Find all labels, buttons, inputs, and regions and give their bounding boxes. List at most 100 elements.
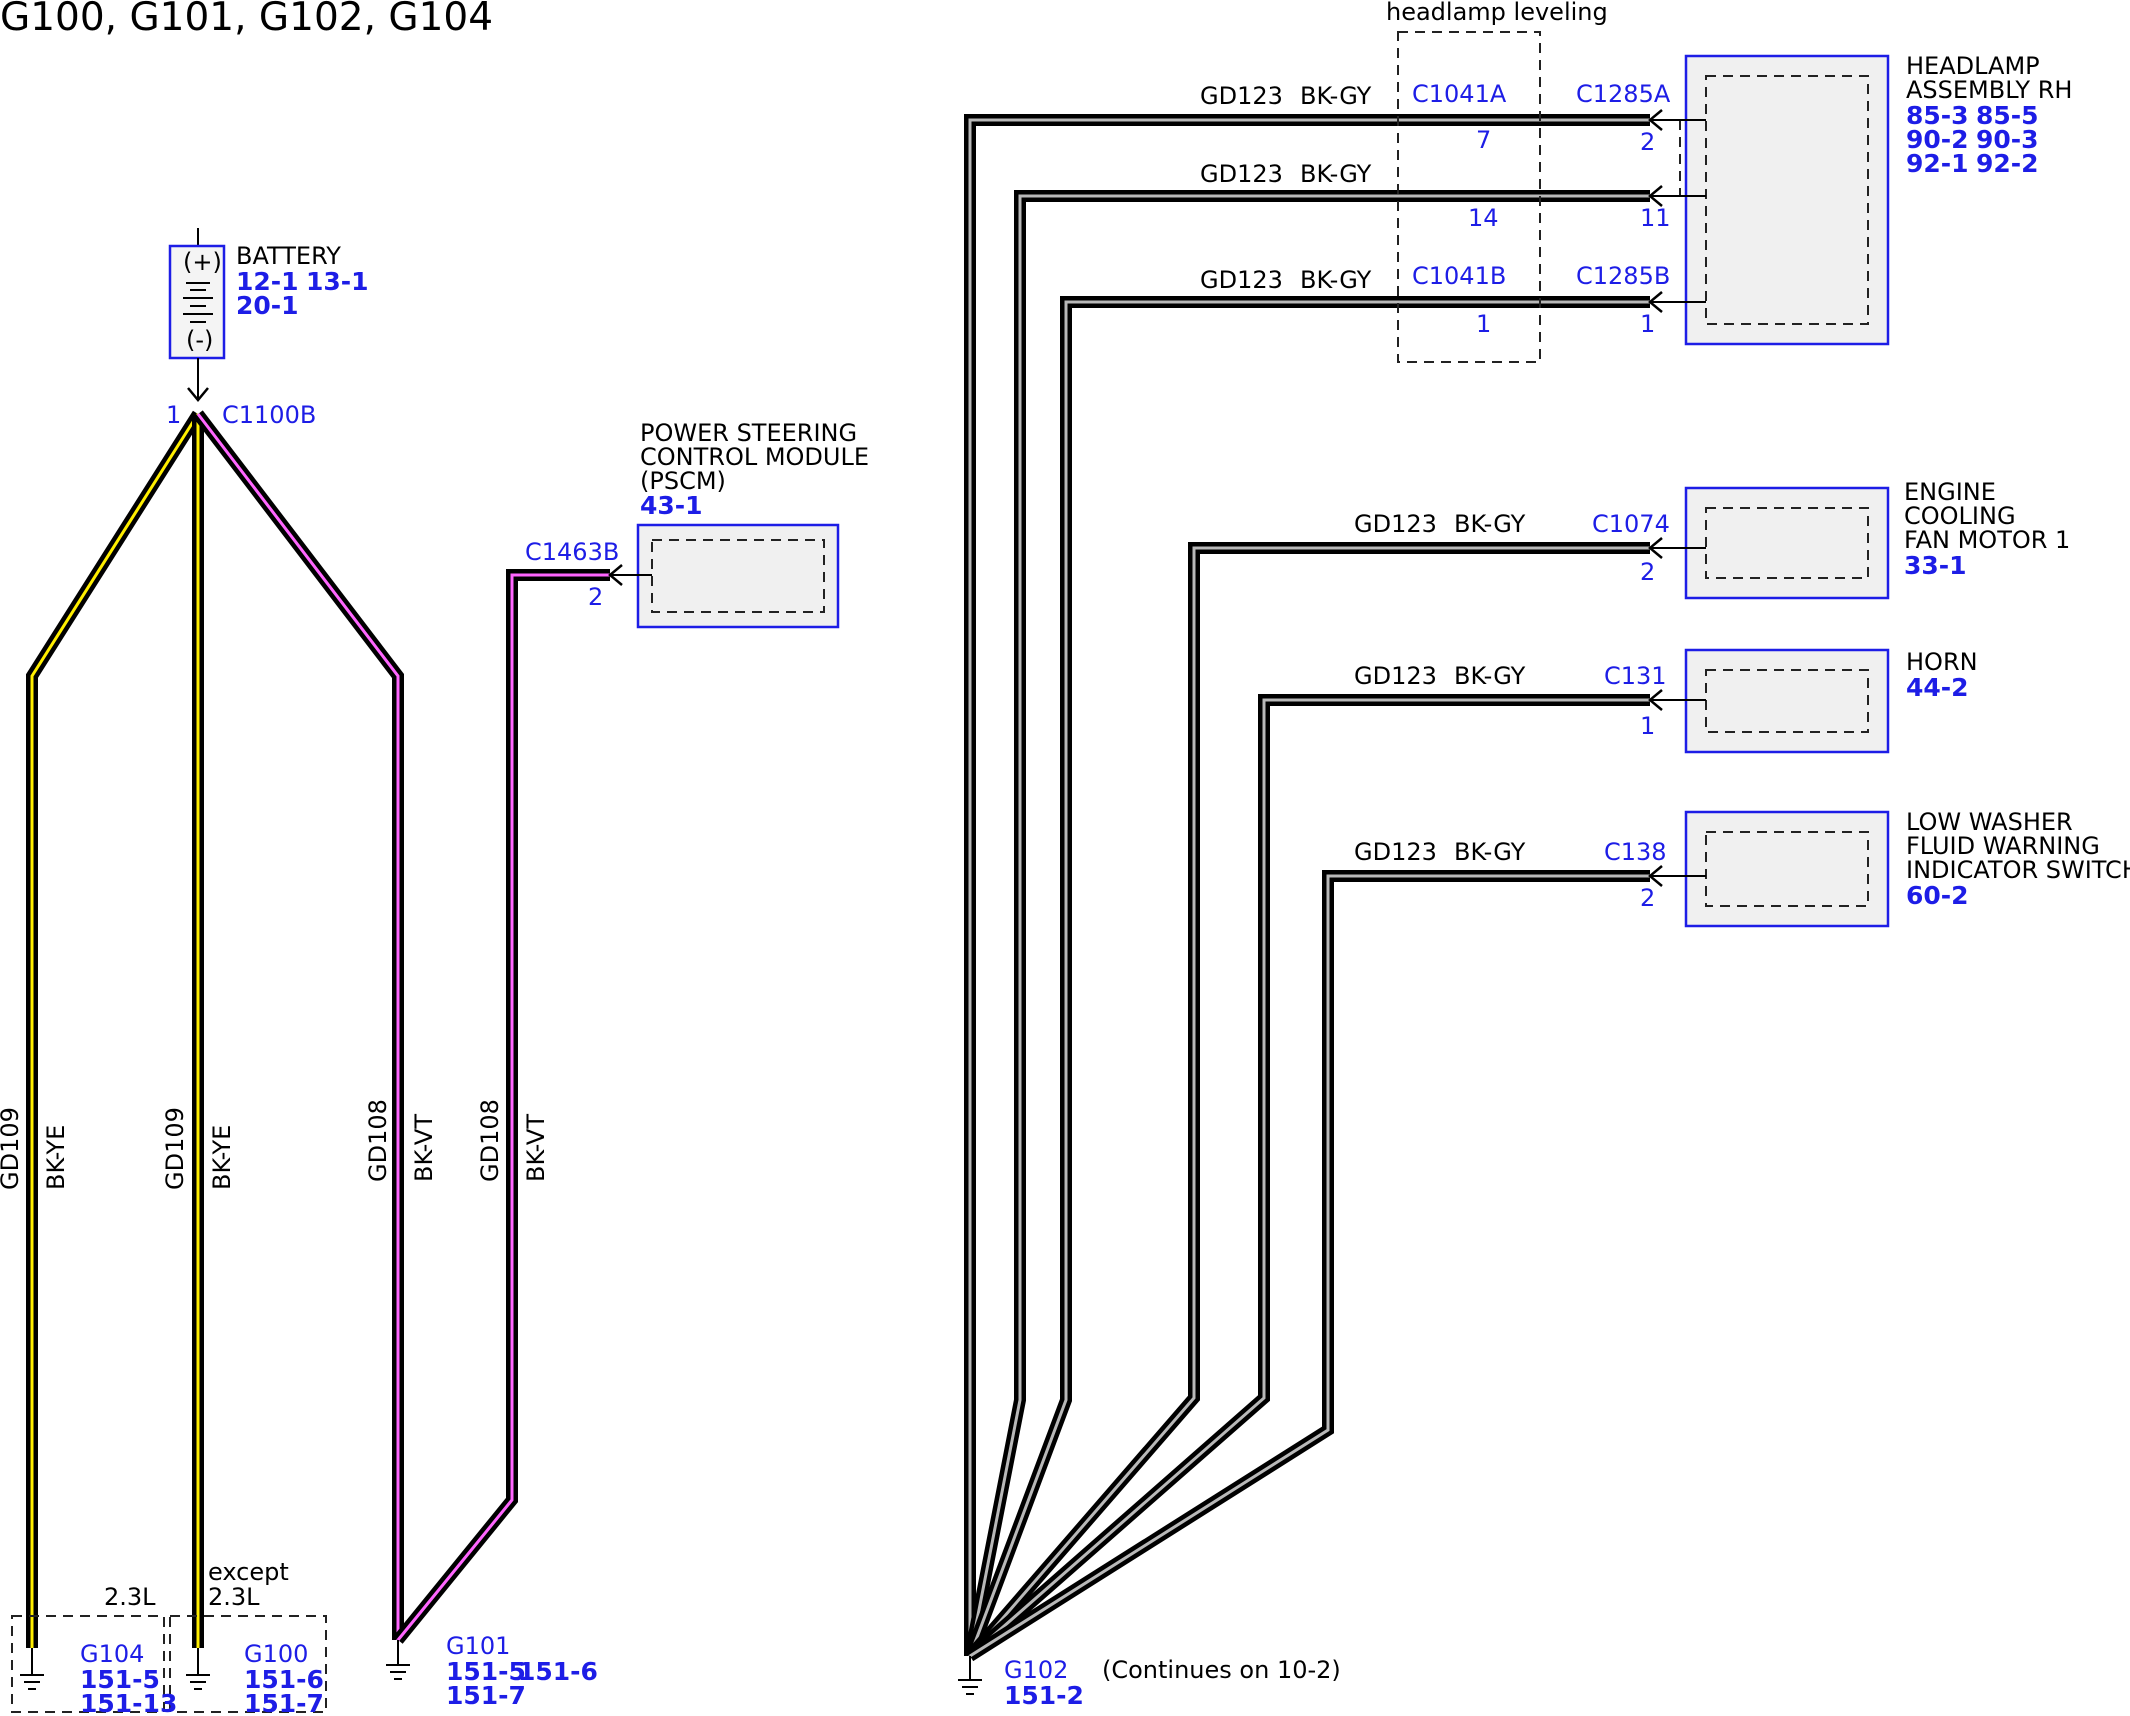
horn-connector-arrow-icon	[1648, 689, 1663, 711]
wire-1-color: BK-YE	[42, 1125, 70, 1190]
fan-label-2: COOLING	[1904, 502, 2016, 530]
horn-ref[interactable]: 44-2	[1906, 673, 1969, 702]
pscm-label-1: POWER STEERING	[640, 419, 857, 447]
wire-gd123-3-insulation	[964, 296, 1650, 1659]
battery-minus-label: (-)	[186, 326, 213, 354]
g104-ref-1[interactable]: 151-5	[80, 1665, 160, 1694]
pscm-ref[interactable]: 43-1	[640, 491, 703, 520]
wire-gd123-1[interactable]	[964, 114, 1650, 1656]
wire-4-circuit: GD108	[476, 1099, 504, 1182]
rwire-1-color: BK-GY	[1300, 82, 1372, 110]
wire-gd123-6[interactable]	[966, 870, 1650, 1662]
g101-name: G101	[446, 1632, 510, 1660]
washer-pin: 2	[1640, 884, 1655, 912]
horn-connector: C131	[1604, 662, 1667, 690]
g102-name: G102	[1004, 1656, 1068, 1684]
wire-gd109-left-stripe	[30, 413, 200, 1648]
wire-gd108-a-stripe	[196, 413, 400, 1640]
rwire-1-circuit: GD123	[1200, 82, 1283, 110]
rwire-5-color: BK-GY	[1454, 662, 1526, 690]
battery-ref-2[interactable]: 13-1	[306, 267, 369, 296]
c1041-pin-1: 1	[1476, 310, 1491, 338]
c1041-pin-7: 7	[1476, 126, 1491, 154]
fan-connector-arrow-icon	[1648, 537, 1663, 559]
headlamp-ref-3[interactable]: 90-2	[1906, 125, 1969, 154]
wire-gd123-5[interactable]	[966, 694, 1650, 1661]
headlamp-label-1: HEADLAMP	[1906, 52, 2040, 80]
ground-icon	[20, 1648, 44, 1690]
washer-switch-box[interactable]	[1684, 810, 1890, 928]
wire-gd109-left[interactable]	[26, 410, 204, 1648]
ground-icon	[186, 1648, 210, 1690]
headlamp-assembly-box[interactable]	[1684, 54, 1890, 346]
battery[interactable]: (+) (-)	[168, 228, 226, 402]
headlamp-ref-1[interactable]: 85-3	[1906, 101, 1969, 130]
rwire-4-circuit: GD123	[1354, 510, 1437, 538]
battery-label: BATTERY	[236, 242, 341, 270]
wire-gd123-3-stripe	[968, 300, 1650, 1657]
wire-gd123-2[interactable]	[964, 190, 1650, 1658]
g101-ref-2[interactable]: 151-6	[518, 1657, 598, 1686]
wire-gd123-2-stripe	[968, 194, 1650, 1657]
wire-gd123-6-stripe	[969, 874, 1650, 1658]
g100-option-box	[169, 1615, 327, 1713]
g102-ref[interactable]: 151-2	[1004, 1681, 1084, 1710]
headlamp-connector-arrow-icon	[1648, 109, 1706, 313]
wire-layer	[26, 114, 1650, 1662]
fan-ref[interactable]: 33-1	[1904, 551, 1967, 580]
fan-pin: 2	[1640, 558, 1655, 586]
g100-name: G100	[244, 1640, 308, 1668]
washer-ref[interactable]: 60-2	[1906, 881, 1969, 910]
g100-option-2: 2.3L	[208, 1583, 260, 1611]
headlamp-leveling-label: headlamp leveling	[1386, 0, 1608, 26]
rwire-6-circuit: GD123	[1354, 838, 1437, 866]
c1285-pin-1: 1	[1640, 310, 1655, 338]
wire-gd109-left-insulation	[26, 410, 204, 1648]
c1285b-connector: C1285B	[1576, 262, 1670, 290]
pscm-pin: 2	[588, 583, 603, 611]
c1041-pin-14: 14	[1468, 204, 1499, 232]
g104-option: 2.3L	[104, 1583, 156, 1611]
headlamp-ref-5[interactable]: 92-1	[1906, 149, 1969, 178]
headlamp-ref-4[interactable]: 90-3	[1976, 125, 2039, 154]
wire-gd108-b-stripe	[396, 573, 610, 1641]
wire-gd108-a-insulation	[193, 410, 404, 1640]
rwire-4-color: BK-GY	[1454, 510, 1526, 538]
battery-ref-1[interactable]: 12-1	[236, 267, 299, 296]
battery-ref-3[interactable]: 20-1	[236, 291, 299, 320]
battery-connector: C1100B	[222, 401, 316, 429]
wire-gd123-3[interactable]	[964, 296, 1650, 1659]
g101-ref-1[interactable]: 151-5	[446, 1657, 526, 1686]
washer-switch-inner	[1705, 831, 1869, 907]
wire-gd108-a[interactable]	[193, 410, 404, 1640]
wire-2-circuit: GD109	[161, 1107, 189, 1190]
headlamp-ref-6[interactable]: 92-2	[1976, 149, 2039, 178]
horn-box[interactable]	[1684, 648, 1890, 754]
pscm-box[interactable]	[636, 523, 840, 629]
c1041b-connector: C1041B	[1412, 262, 1506, 290]
g100-ref-2[interactable]: 151-7	[244, 1689, 324, 1716]
g100-ref-1[interactable]: 151-6	[244, 1665, 324, 1694]
wire-gd123-5-stripe	[969, 698, 1650, 1658]
headlamp-ref-2[interactable]: 85-5	[1976, 101, 2039, 130]
ground-icon	[386, 1640, 410, 1680]
wire-1-circuit: GD109	[0, 1107, 24, 1190]
battery-plus-label: (+)	[183, 248, 222, 276]
g101-ref-3[interactable]: 151-7	[446, 1681, 526, 1710]
washer-label-3: INDICATOR SWITCH	[1906, 856, 2130, 884]
fan-label-1: ENGINE	[1904, 478, 1996, 506]
rwire-6-color: BK-GY	[1454, 838, 1526, 866]
wire-3-color: BK-VT	[410, 1114, 438, 1182]
fan-connector: C1074	[1592, 510, 1670, 538]
wire-2-color: BK-YE	[208, 1125, 236, 1190]
wire-gd123-4[interactable]	[965, 542, 1650, 1660]
fan-motor-box[interactable]	[1684, 486, 1890, 600]
page-title: G100, G101, G102, G104	[0, 0, 493, 40]
wire-gd108-b[interactable]	[393, 569, 610, 1644]
rwire-2-circuit: GD123	[1200, 160, 1283, 188]
ground-icon	[958, 1656, 982, 1695]
headlamp-leveling-box	[1397, 31, 1541, 363]
fan-label-3: FAN MOTOR 1	[1904, 526, 2070, 554]
g104-ref-2[interactable]: 151-13	[80, 1689, 177, 1716]
